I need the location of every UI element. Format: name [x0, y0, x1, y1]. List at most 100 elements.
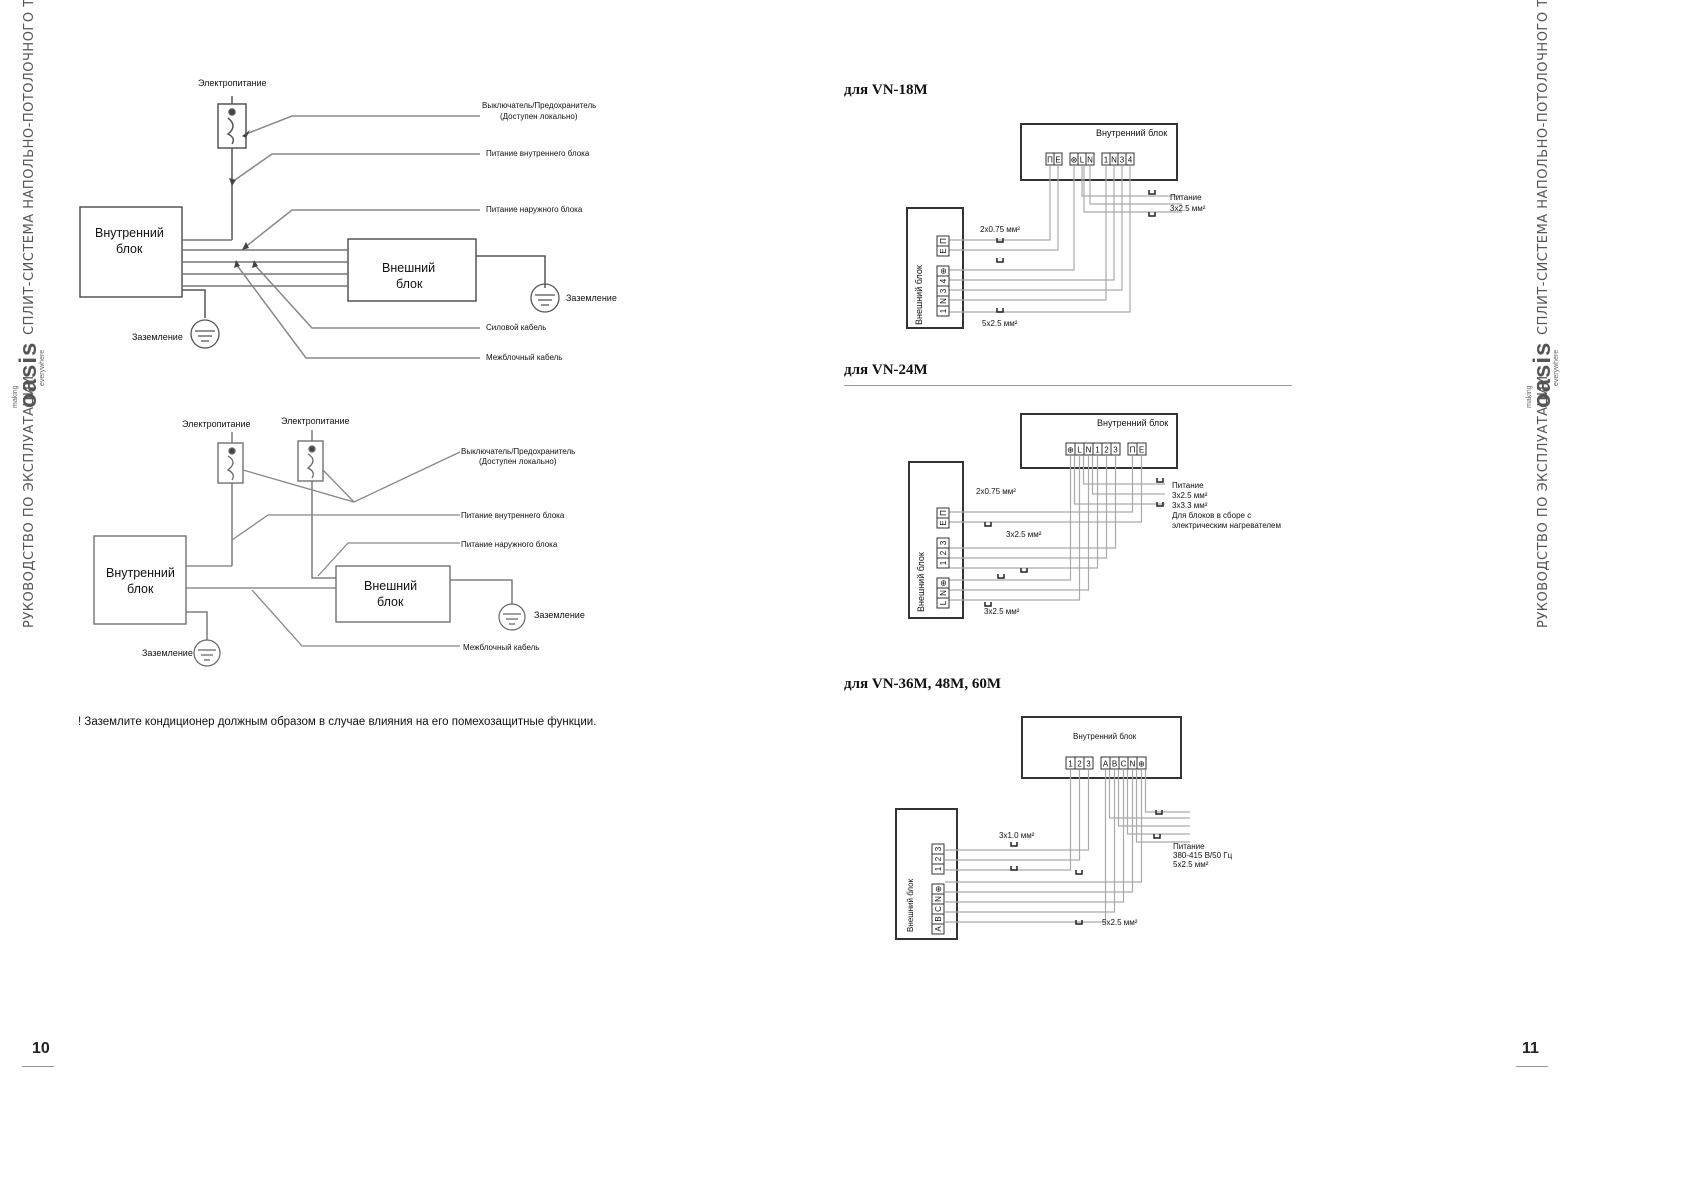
label-cable-signal: 2x0.75 мм²: [976, 487, 1016, 496]
terminal-label: П: [939, 510, 948, 516]
wire: [945, 770, 1134, 893]
terminal-label: 1: [934, 866, 943, 871]
terminal-label: Е: [939, 520, 948, 525]
wire: [949, 456, 1134, 513]
terminal-label: 1: [939, 560, 948, 565]
page-number-rule-right: [1516, 1066, 1548, 1067]
terminal-label: B: [1112, 760, 1117, 769]
terminal-label: 1: [1104, 156, 1109, 165]
terminal: [1083, 756, 1094, 770]
terminal-label: ⊕: [1067, 446, 1074, 455]
terminal: [1053, 152, 1063, 166]
terminal: [936, 245, 950, 257]
terminal-label: 2: [939, 550, 948, 555]
terminal-label: 1: [1068, 760, 1073, 769]
label-indoor-power: Питание внутреннего блока: [486, 149, 590, 158]
label-indoor-power: Питание внутреннего блока: [461, 511, 565, 520]
terminal-label: A: [1103, 760, 1109, 769]
label-power-note-2: электрическим нагревателем: [1172, 521, 1281, 530]
power-wire: [1126, 770, 1190, 835]
label-outdoor-unit: Внешний блок: [906, 878, 915, 932]
terminal-label: П: [939, 238, 948, 244]
wiring-diagram-single-supply: Электропитание Выключатель/Предохранител…: [79, 78, 617, 362]
wire: [949, 166, 1107, 301]
logo-word: oasis: [15, 341, 42, 408]
label-cable-interunit: 5x2.5 мм²: [982, 319, 1018, 328]
terminal-label: 1: [939, 308, 948, 313]
label-power-1: 3x2.5 мм²: [1172, 491, 1208, 500]
terminal-label: N: [939, 590, 948, 596]
terminal-label: N: [1111, 156, 1117, 165]
terminal: [936, 597, 950, 609]
label-outdoor-unit-line1: Внешний: [364, 579, 417, 593]
wire: [945, 770, 1116, 913]
side-title-top-right: СПЛИТ-СИСТЕМА НАПОЛЬНО-ПОТОЛОЧНОГО ТИПА: [1536, 0, 1551, 335]
terminal-label: 3: [934, 846, 943, 851]
terminal: [931, 923, 945, 935]
wire: [949, 166, 1115, 281]
wire: [945, 770, 1090, 851]
terminal-label: L: [1077, 446, 1082, 455]
terminal-label: N: [1086, 446, 1092, 455]
power-wire: [1091, 456, 1165, 495]
page-number-left: 10: [32, 1040, 50, 1057]
side-title-top-left: СПЛИТ-СИСТЕМА НАПОЛЬНО-ПОТОЛОЧНОГО ТИПА: [22, 0, 37, 335]
cable-marker: [1155, 810, 1163, 815]
indoor-unit-box: [79, 206, 183, 298]
label-power-a: Электропитание: [182, 419, 251, 429]
terminal: [936, 305, 950, 317]
label-outdoor-unit: Внешний блок: [916, 552, 926, 612]
terminal: [1110, 442, 1121, 456]
label-power-b: Электропитание: [281, 416, 350, 426]
wire: [945, 770, 1125, 903]
wire: [945, 770, 1107, 923]
label-switch-note: (Доступен локально): [479, 457, 557, 466]
terminal-label: ⊕: [934, 886, 943, 893]
label-ground-right: Заземление: [566, 293, 617, 303]
terminal: [1085, 152, 1095, 166]
terminal-label: L: [1080, 156, 1085, 165]
terminal-label: Е: [1139, 446, 1144, 455]
grounding-warning: ! Заземлите кондиционер должным образом …: [78, 716, 597, 728]
label-outdoor-unit-line2: блок: [377, 595, 404, 609]
cable-marker: [1010, 842, 1018, 847]
page-number-rule-left: [22, 1066, 54, 1067]
outdoor-unit-box: [906, 207, 964, 329]
terminal-label: C: [934, 906, 943, 912]
label-cable-mid: 3x2.5 мм²: [1006, 530, 1042, 539]
label-ground-left: Заземление: [142, 648, 193, 658]
outdoor-unit-box: [895, 808, 958, 940]
cable-marker: [1010, 866, 1018, 871]
wire: [949, 456, 1117, 549]
terminal-label: B: [934, 916, 943, 921]
wire: [949, 166, 1059, 251]
terminal-label: П: [1047, 156, 1053, 165]
cable-marker: [1156, 478, 1164, 483]
heading-vn18: для VN-18M: [844, 82, 928, 98]
terminal-label: 1: [1095, 446, 1100, 455]
label-outdoor-unit: Внешний блок: [914, 265, 924, 325]
label-outdoor-power: Питание наружного блока: [461, 540, 558, 549]
terminal-label: 3: [1086, 760, 1091, 769]
label-power-2: 3x3.3 мм²: [1172, 501, 1208, 510]
label-outdoor-unit-line1: Внешний: [382, 261, 435, 275]
label-indoor-unit: Внутренний блок: [1096, 128, 1167, 138]
power-wire: [1108, 770, 1190, 819]
terminal: [1125, 152, 1135, 166]
section-divider: [844, 385, 1292, 386]
label-outdoor-power: Питание наружного блока: [486, 205, 583, 214]
terminal-label: 2: [1104, 446, 1109, 455]
terminal-label: 3: [939, 288, 948, 293]
heading-vn24: для VN-24M: [844, 362, 928, 378]
power-wire: [1082, 456, 1165, 485]
wire: [949, 456, 1072, 581]
page-number-right: 11: [1522, 1040, 1539, 1057]
heading-vn36: для VN-36M, 48M, 60M: [844, 676, 1002, 692]
indoor-unit-box: [1020, 413, 1178, 469]
switch-box-b: [297, 440, 324, 482]
cable-marker: [996, 258, 1004, 263]
wire: [945, 770, 1081, 861]
side-title-bottom-right: РУКОВОДСТВО ПО ЭКСПЛУАТАЦИИ: [1536, 375, 1551, 628]
